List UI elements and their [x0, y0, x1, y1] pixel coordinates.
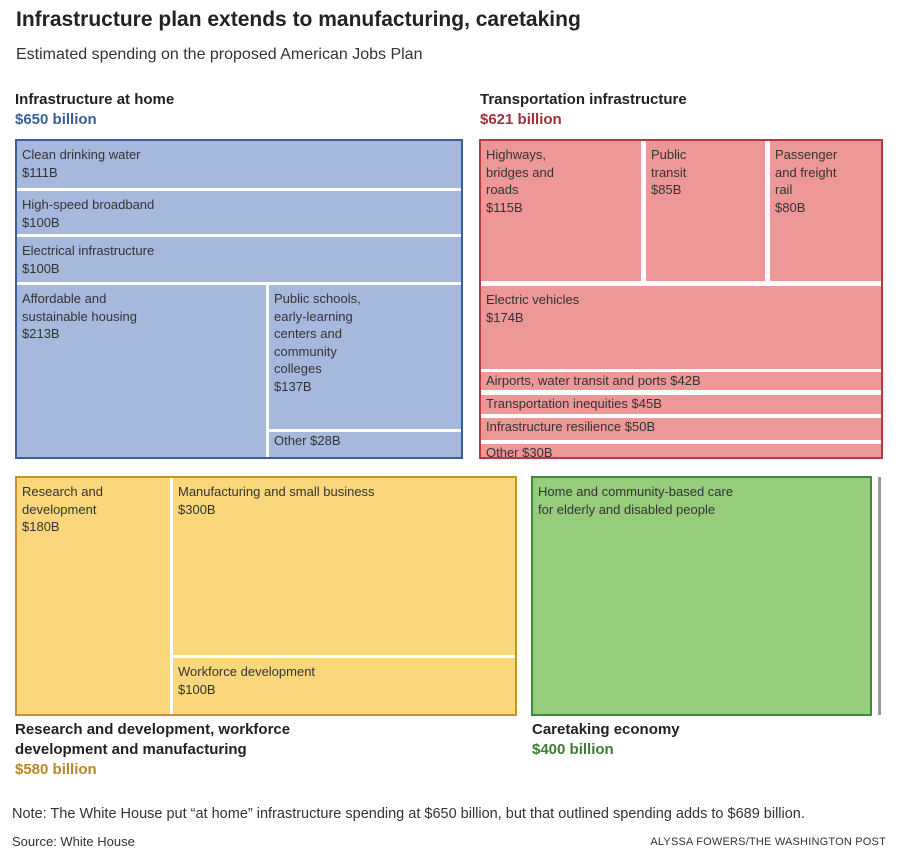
cell-label: Passenger and freight rail: [775, 147, 838, 197]
group-name: Transportation infrastructure: [480, 91, 687, 108]
group-header-home: Infrastructure at home $650 billion: [15, 90, 174, 130]
cell-label: Home and community-based care for elderl…: [538, 484, 734, 517]
cell-value: $174B: [486, 309, 524, 325]
treemap-cell: Other $28B: [269, 432, 461, 457]
treemap-cell: Infrastructure resilience $50B: [481, 418, 881, 440]
treemap-cell: Electrical infrastructure $100B: [17, 237, 461, 282]
treemap-cell: Affordable and sustainable housing $213B: [17, 285, 266, 457]
cell-label: Other: [486, 445, 519, 457]
cell-value: $100B: [22, 260, 60, 276]
footnote: Note: The White House put “at home” infr…: [12, 806, 805, 822]
cell-label: Public transit: [651, 147, 687, 180]
cell-label: Other: [274, 433, 307, 448]
chart-title: Infrastructure plan extends to manufactu…: [16, 8, 581, 31]
cell-value: $42B: [670, 373, 701, 388]
cell-label: Electrical infrastructure: [22, 243, 155, 258]
cell-label: Infrastructure resilience: [486, 419, 622, 434]
cell-label: Research and development: [22, 484, 103, 517]
cell-label: Transportation inequities: [486, 396, 628, 411]
cell-label: Highways, bridges and roads: [486, 147, 554, 197]
treemap-cell: Airports, water transit and ports $42B: [481, 372, 881, 390]
cell-value: $137B: [274, 378, 312, 394]
treemap-cell: Manufacturing and small business $300B: [173, 478, 515, 655]
treemap-cell: Transportation inequities $45B: [481, 395, 881, 414]
group-header-care: Caretaking economy $400 billion: [532, 720, 680, 760]
cell-value: $111B: [22, 164, 58, 180]
chart-subtitle: Estimated spending on the proposed Ameri…: [16, 46, 423, 63]
group-total: $580 billion: [15, 761, 97, 778]
cell-value: $30B: [522, 445, 553, 457]
treemap-cell: High-speed broadband $100B: [17, 191, 461, 234]
cell-value: $50B: [624, 419, 656, 434]
group-name: Research and development, workforce deve…: [15, 721, 291, 758]
group-header-transport: Transportation infrastructure $621 billi…: [480, 90, 687, 130]
source-line: Source: White House: [12, 834, 135, 849]
group-name: Infrastructure at home: [15, 91, 175, 108]
treemap-cell: Public schools, early-learning centers a…: [269, 285, 461, 429]
cell-label: Manufacturing and small business: [178, 484, 375, 499]
treemap-cell: Clean drinking water $111B: [17, 141, 461, 188]
cell-label: High-speed broadband: [22, 197, 155, 212]
cell-label: Public schools, early-learning centers a…: [274, 291, 361, 376]
cell-label: Clean drinking water: [22, 147, 141, 162]
group-name: Caretaking economy: [532, 721, 680, 738]
cell-label: Workforce development: [178, 664, 316, 679]
treemap-cell: Workforce development $100B: [173, 658, 515, 714]
treemap-cell: Research and development $180B: [17, 478, 170, 714]
group-total: $400 billion: [532, 741, 614, 758]
cell-value: $100B: [178, 681, 216, 697]
treemap-cell: Other $30B: [481, 444, 881, 457]
cell-value: $115B: [486, 199, 523, 215]
cell-value: $100B: [22, 214, 60, 230]
cell-value: $85B: [651, 182, 682, 197]
edge-divider: [878, 477, 881, 715]
group-total: $650 billion: [15, 111, 97, 128]
treemap-cell: Electric vehicles $174B: [481, 286, 881, 369]
group-total: $621 billion: [480, 111, 562, 128]
cell-value: $180B: [22, 519, 60, 534]
credit-line: ALYSSA FOWERS/THE WASHINGTON POST: [650, 836, 886, 848]
group-header-rd: Research and development, workforce deve…: [15, 720, 290, 780]
cell-value: $80B: [775, 199, 806, 215]
cell-label: Airports, water transit and ports: [486, 373, 667, 388]
treemap-cell: Passenger and freight rail $80B: [770, 141, 881, 281]
treemap-cell: Home and community-based care for elderl…: [533, 478, 870, 714]
treemap-cell: Public transit $85B: [646, 141, 765, 281]
cell-value: $45B: [631, 396, 662, 411]
cell-label: Affordable and sustainable housing: [22, 291, 137, 324]
cell-value: $213B: [22, 326, 60, 341]
treemap-cell: Highways, bridges and roads $115B: [481, 141, 641, 281]
cell-value: $300B: [178, 501, 216, 517]
cell-value: $28B: [310, 433, 341, 448]
cell-label: Electric vehicles: [486, 292, 580, 307]
